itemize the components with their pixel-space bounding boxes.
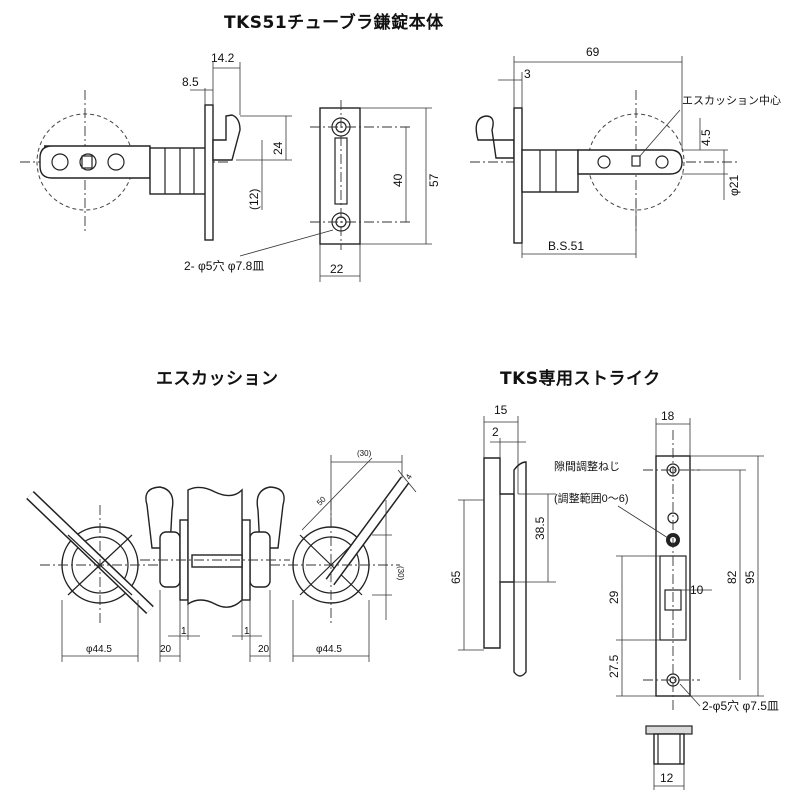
strike-dim-12: 12 — [660, 771, 674, 785]
strike-side-view: 15 2 38.5 65 — [449, 403, 556, 677]
esc-dim-44-5-left: φ44.5 — [86, 644, 112, 655]
adjust-range-label: (調整範囲0～6) — [554, 491, 629, 505]
strike-title: TKS専用ストライク — [500, 369, 661, 389]
dim-22: 22 — [330, 262, 344, 276]
escutcheon-right-view: (30) 50 4 (30) φ44.5 — [270, 449, 417, 662]
esc-dim-4: 4 — [404, 472, 414, 481]
dim-4-5: 4.5 — [699, 129, 713, 146]
lock-body-side-view: 14.2 8.5 24 (12) — [20, 51, 292, 241]
dim-12: (12) — [247, 189, 261, 210]
esc-dim-1-right: 1 — [244, 626, 250, 637]
escutcheon-side-view: 1 20 1 20 — [140, 486, 290, 662]
dim-24: 24 — [271, 141, 285, 155]
lock-body-other-side: 69 3 エスカッション中心 4.5 φ21 B.S.51 — [470, 45, 781, 258]
strike-dim-18: 18 — [661, 409, 675, 423]
dim-bs51: B.S.51 — [548, 239, 584, 253]
esc-dim-30v: (30) — [396, 566, 405, 581]
dim-69: 69 — [586, 45, 600, 59]
dim-57: 57 — [427, 173, 441, 187]
dim-40: 40 — [391, 173, 405, 187]
strike-dim-29: 29 — [607, 590, 621, 604]
escutcheon-title: エスカッション — [156, 369, 279, 389]
strike-dim-65: 65 — [449, 570, 463, 584]
esc-dim-20-right: 20 — [258, 644, 270, 655]
adjust-screw-label: 隙間調整ねじ — [554, 459, 620, 473]
dim-3: 3 — [524, 67, 531, 81]
dim-phi21: φ21 — [727, 175, 741, 196]
dim-8-5: 8.5 — [182, 75, 199, 89]
strike-front-view: 18 隙間調整ねじ (調整範囲0～6) 29 27.5 10 82 95 2-φ… — [554, 409, 779, 713]
esc-dim-1-left: 1 — [181, 626, 187, 637]
main-title: TKS51チューブラ鎌錠本体 — [224, 13, 444, 33]
strike-dim-2: 2 — [492, 425, 499, 439]
strike-dim-15: 15 — [494, 403, 508, 417]
strike-dim-27-5: 27.5 — [607, 654, 621, 678]
face-plate-front: 40 57 22 2- φ5穴 φ7.8皿 — [184, 100, 441, 282]
strike-holes-label: 2-φ5穴 φ7.5皿 — [702, 698, 779, 713]
holes-label: 2- φ5穴 φ7.8皿 — [184, 258, 264, 273]
dim-14-2: 14.2 — [211, 51, 235, 65]
strike-dim-82: 82 — [725, 570, 739, 584]
esc-dim-30: (30) — [357, 449, 372, 458]
esc-dim-44-5-right: φ44.5 — [316, 644, 342, 655]
strike-box-view: 12 — [645, 725, 693, 790]
esc-dim-20-left: 20 — [160, 644, 172, 655]
escutcheon-left-view: φ44.5 — [26, 491, 160, 662]
strike-dim-38-5: 38.5 — [533, 516, 547, 540]
escutcheon-center-label: エスカッション中心 — [682, 94, 781, 107]
strike-dim-95: 95 — [743, 570, 757, 584]
strike-dim-10: 10 — [690, 583, 704, 597]
